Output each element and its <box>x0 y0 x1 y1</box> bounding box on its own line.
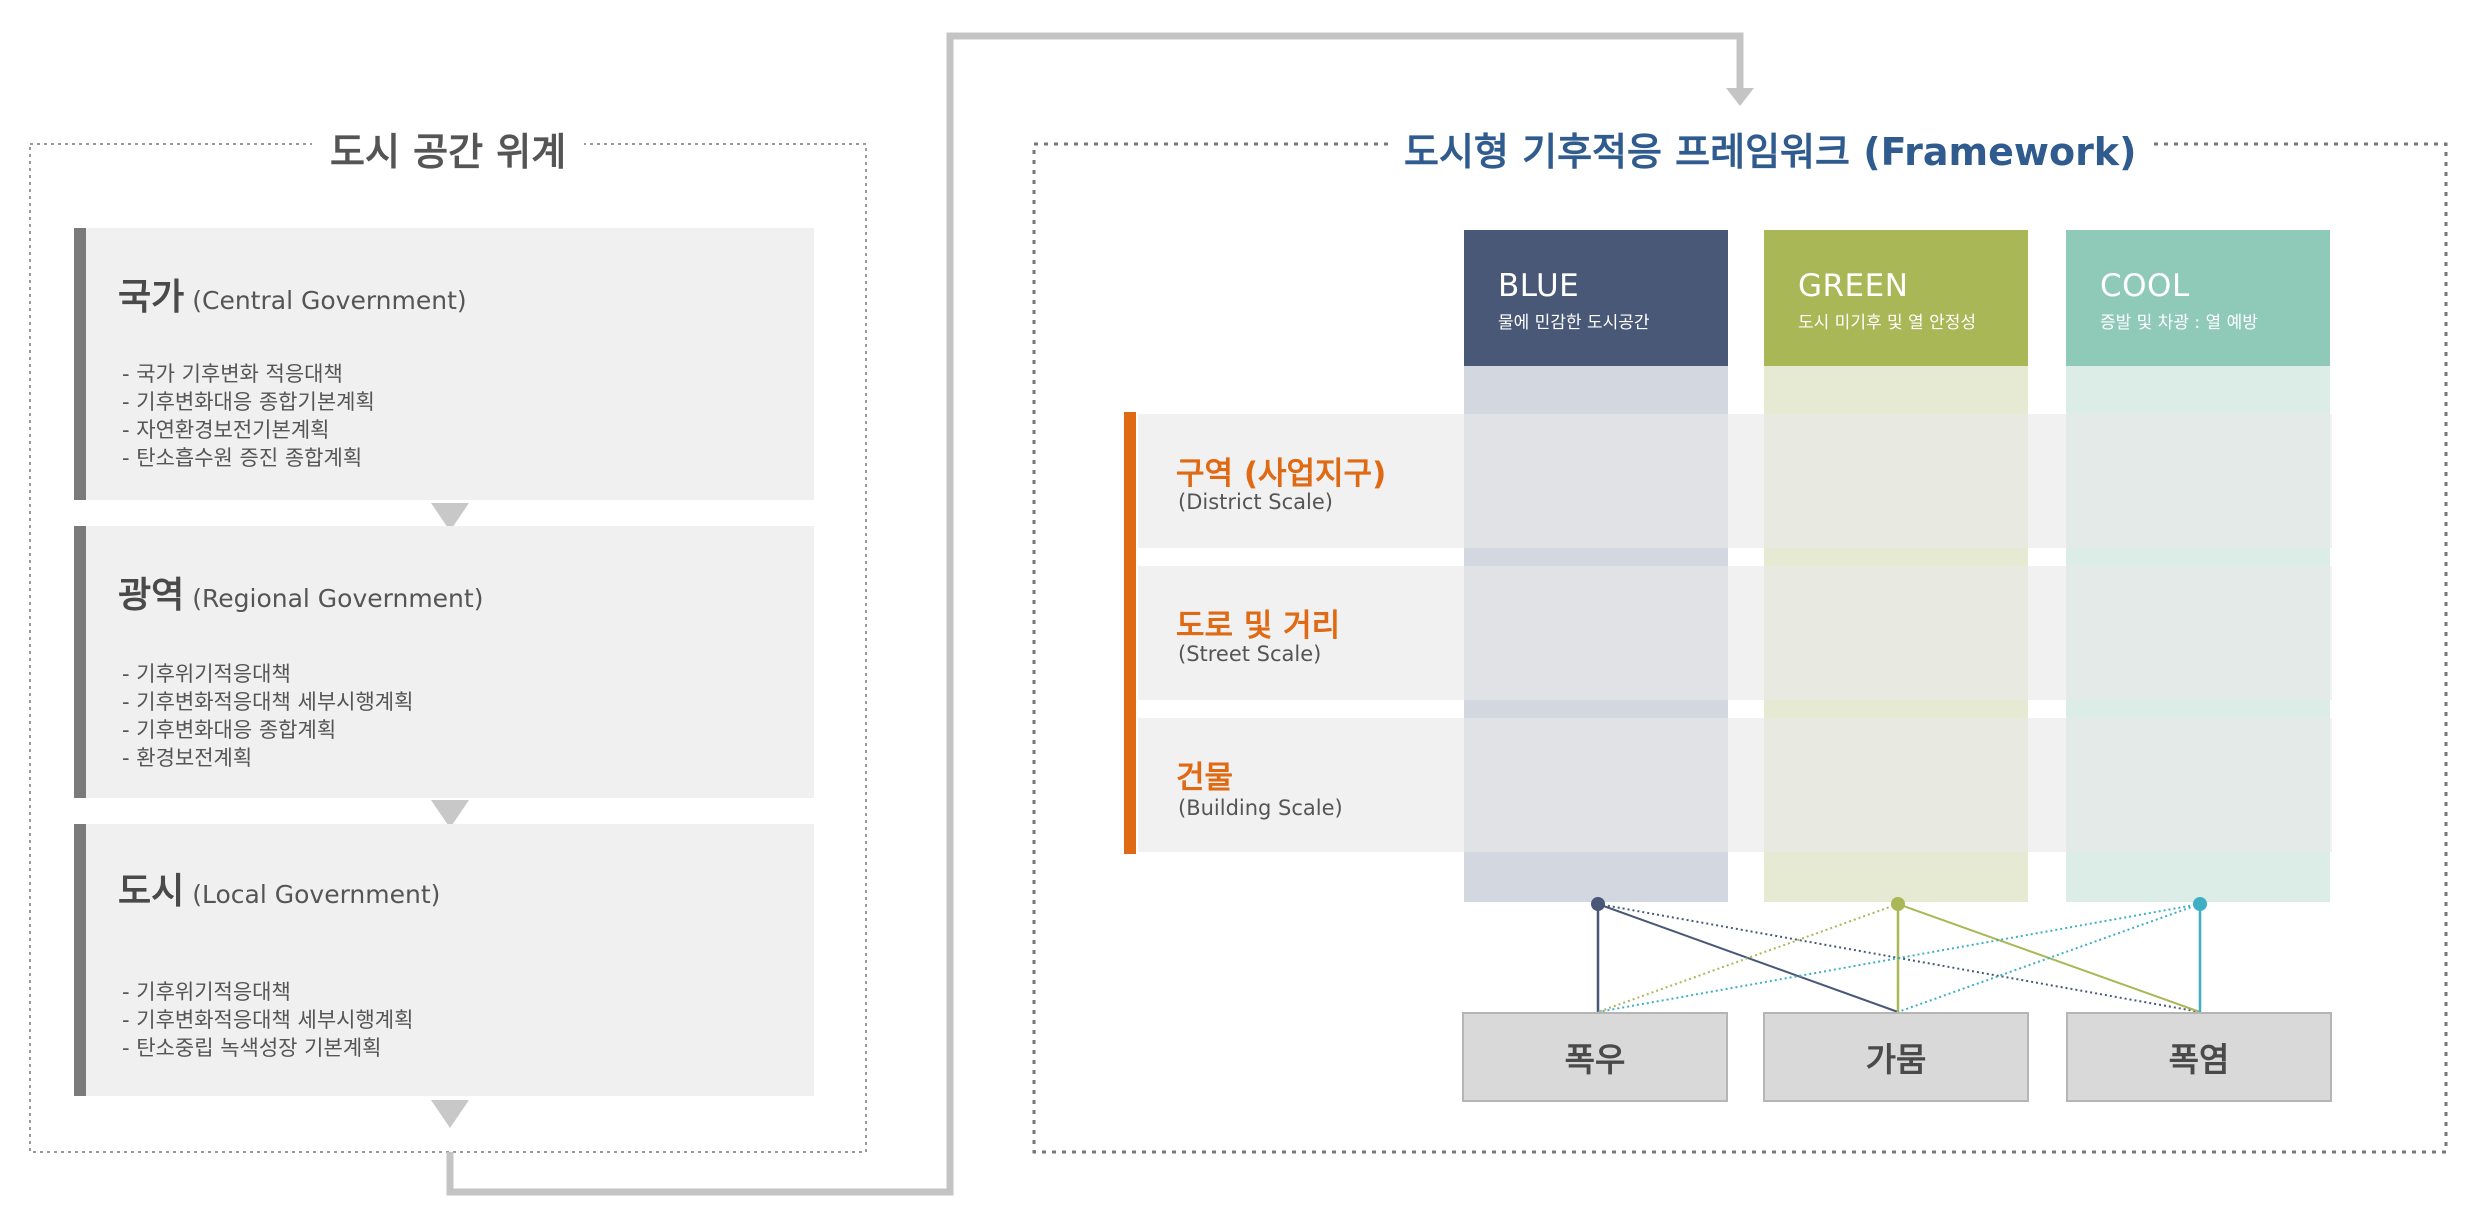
column-desc: 증발 및 차광 : 열 예방 <box>2100 313 2258 333</box>
scale-sublabel: (District Scale) <box>1178 490 1333 514</box>
level-bar <box>74 228 86 500</box>
level-regional: 광역(Regional Government) 기후위기적응대책 기후변화적응대… <box>74 526 814 798</box>
column-name: GREEN <box>1798 268 1909 304</box>
scale-row-building <box>1138 718 2332 852</box>
column-desc: 도시 미기후 및 열 안정성 <box>1798 313 1977 333</box>
level-title: 도시(Local Government) <box>118 871 441 912</box>
scale-sublabel: (Building Scale) <box>1178 796 1343 820</box>
framework-title: 도시형 기후적응 프레임워크 (Framework) <box>1388 124 2153 180</box>
flow-connector-arrowhead <box>1726 88 1754 106</box>
connector-dot-cool <box>2193 897 2207 911</box>
scale-label: 도로 및 거리 <box>1176 608 1341 644</box>
plan-list: 국가 기후변화 적응대책 기후변화대응 종합기본계획 자연환경보전기본계획 탄소… <box>122 360 375 472</box>
scale-row-district <box>1138 414 2332 548</box>
list-item: 탄소흡수원 증진 종합계획 <box>122 444 375 472</box>
down-arrow-icon <box>431 1100 469 1128</box>
list-item: 기후변화대응 종합계획 <box>122 716 413 744</box>
hazard-box-heavy-rain: 폭우 <box>1462 1012 1728 1102</box>
list-item: 국가 기후변화 적응대책 <box>122 360 375 388</box>
column-name: COOL <box>2100 268 2190 304</box>
down-arrow-icon <box>431 800 469 828</box>
level-bar <box>74 526 86 798</box>
level-title: 광역(Regional Government) <box>118 575 484 616</box>
scale-sublabel: (Street Scale) <box>1178 642 1322 666</box>
scale-row-street <box>1138 566 2332 700</box>
level-local: 도시(Local Government) 기후위기적응대책 기후변화적응대책 세… <box>74 824 814 1096</box>
connector-cool-drought <box>1897 903 2201 1013</box>
scale-accent-bar <box>1124 412 1136 854</box>
level-central: 국가(Central Government) 국가 기후변화 적응대책 기후변화… <box>74 228 814 500</box>
list-item: 자연환경보전기본계획 <box>122 416 375 444</box>
connector-blue-drought <box>1597 903 1899 1013</box>
hierarchy-title: 도시 공간 위계 <box>312 124 585 180</box>
column-header-blue: BLUE 물에 민감한 도시공간 <box>1464 230 1728 366</box>
plan-list: 기후위기적응대책 기후변화적응대책 세부시행계획 기후변화대응 종합계획 환경보… <box>122 660 413 772</box>
list-item: 환경보전계획 <box>122 744 413 772</box>
hazard-box-drought: 가뭄 <box>1763 1012 2029 1102</box>
scale-label: 구역 (사업지구) <box>1176 456 1387 492</box>
flow-connector <box>446 32 1744 1196</box>
list-item: 기후변화적응대책 세부시행계획 <box>122 1006 413 1034</box>
level-title: 국가(Central Government) <box>118 277 467 318</box>
connector-cool-rain <box>1597 903 2201 1013</box>
list-item: 기후위기적응대책 <box>122 660 413 688</box>
connector-dot-green <box>1891 897 1905 911</box>
level-bar <box>74 824 86 1096</box>
column-header-cool: COOL 증발 및 차광 : 열 예방 <box>2066 230 2330 366</box>
connector-dot-blue <box>1591 897 1605 911</box>
list-item: 탄소중립 녹색성장 기본계획 <box>122 1034 413 1062</box>
list-item: 기후위기적응대책 <box>122 978 413 1006</box>
hazard-box-heatwave: 폭염 <box>2066 1012 2332 1102</box>
plan-list: 기후위기적응대책 기후변화적응대책 세부시행계획 탄소중립 녹색성장 기본계획 <box>122 978 413 1062</box>
list-item: 기후변화적응대책 세부시행계획 <box>122 688 413 716</box>
column-name: BLUE <box>1498 268 1580 304</box>
scale-label: 건물 <box>1176 760 1234 796</box>
column-desc: 물에 민감한 도시공간 <box>1498 313 1650 333</box>
list-item: 기후변화대응 종합기본계획 <box>122 388 375 416</box>
connector-green-rain <box>1597 903 1899 1013</box>
column-header-green: GREEN 도시 미기후 및 열 안정성 <box>1764 230 2028 366</box>
